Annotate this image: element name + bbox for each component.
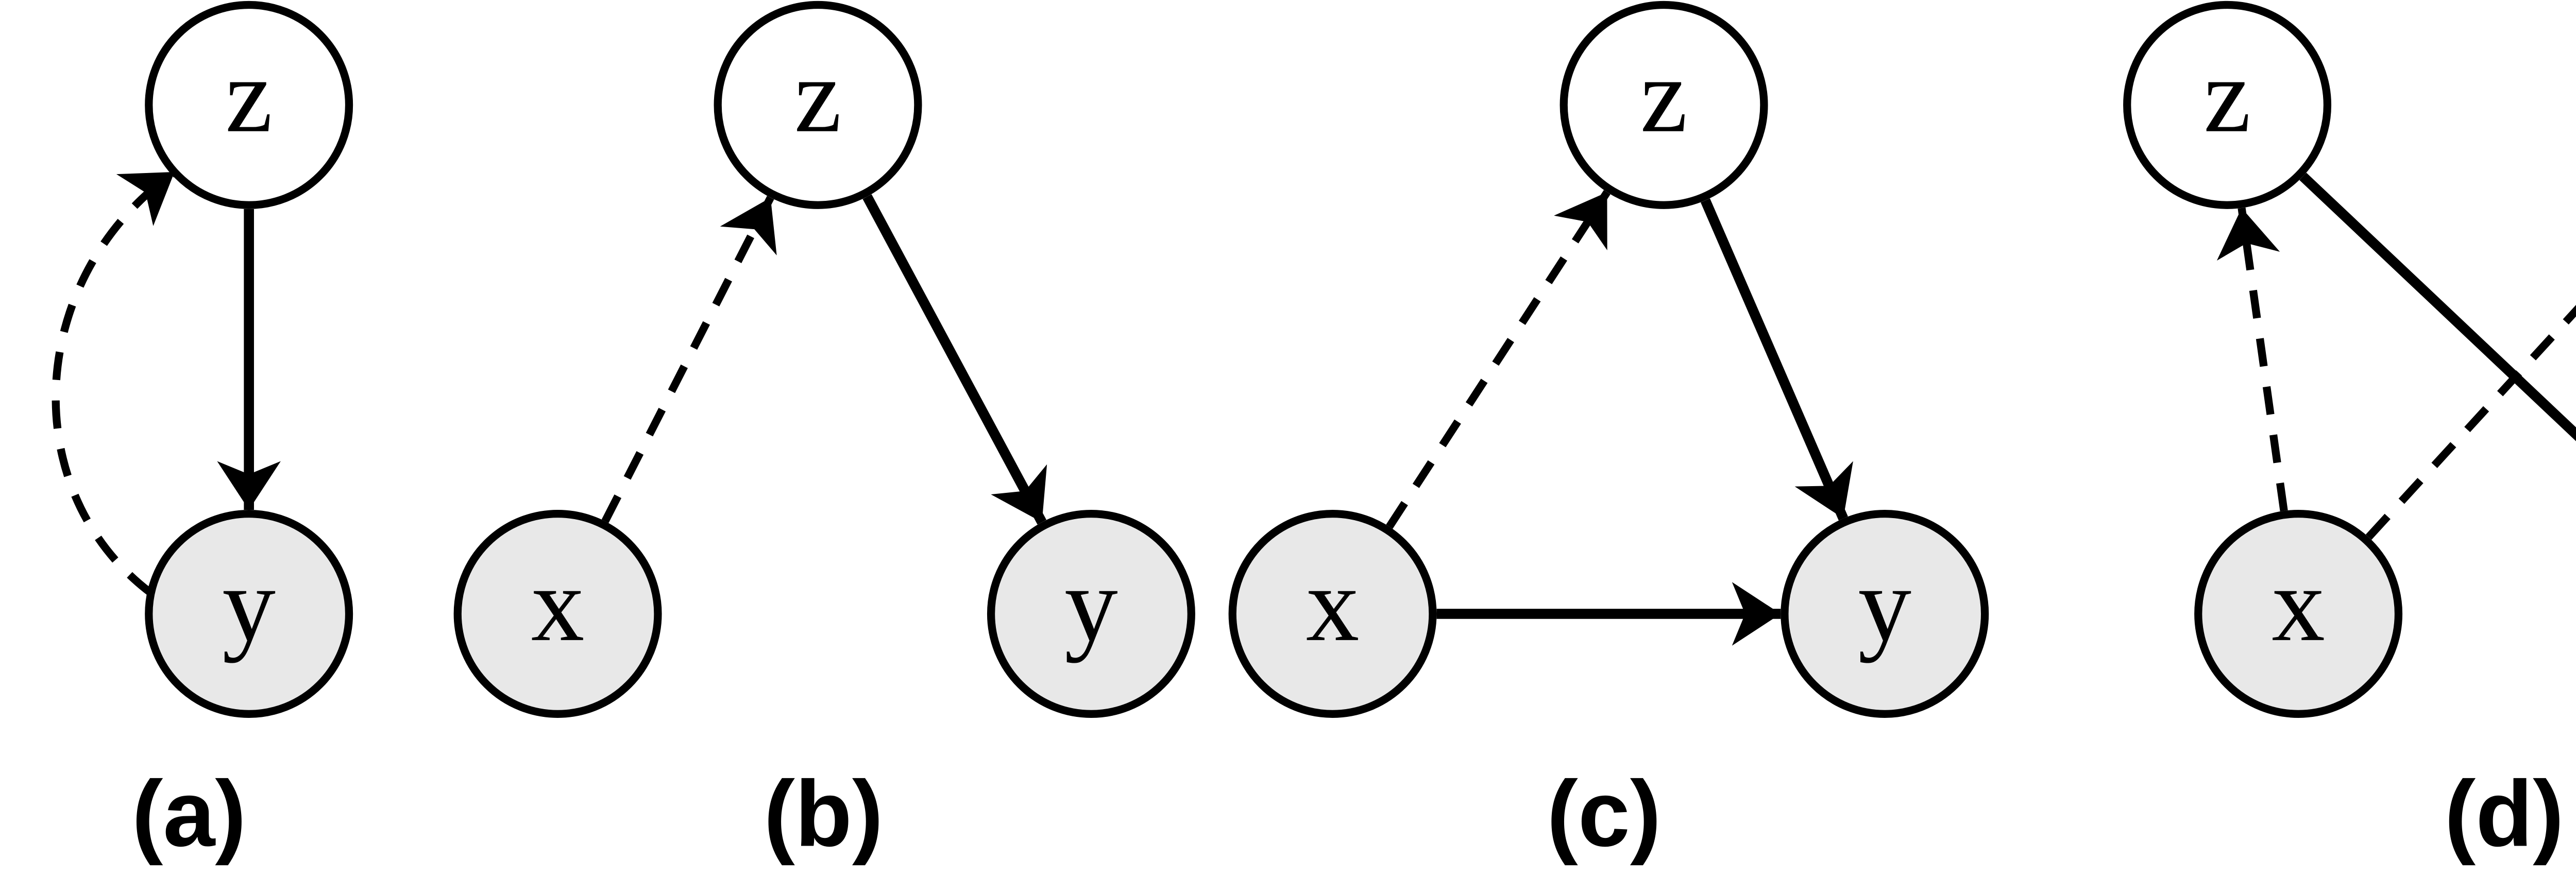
node-d-z xyxy=(2123,1,2332,209)
node-d-x xyxy=(2194,510,2403,718)
node-b-z xyxy=(714,1,922,209)
node-label-c-x: x xyxy=(1306,545,1360,663)
node-label-b-y: y xyxy=(1064,545,1118,663)
node-c-y xyxy=(1781,510,1989,718)
edge-x-to-a-dashed xyxy=(2365,305,2576,540)
edge-x-to-z-dashed xyxy=(601,196,777,523)
diagram-d: zaxy(d) xyxy=(2123,1,2576,866)
caption-d: (d) xyxy=(2445,762,2564,866)
node-a-y xyxy=(145,510,353,718)
node-c-x xyxy=(1228,510,1437,718)
node-c-z xyxy=(1560,1,1768,209)
node-label-c-y: y xyxy=(1858,545,1911,663)
edge-x-to-z-dashed xyxy=(2216,207,2288,511)
edge-z-to-y-solid xyxy=(1700,198,1853,521)
node-label-a-z: z xyxy=(225,36,273,154)
edge-x-to-z-dashed xyxy=(1386,190,1611,529)
caption-a: (a) xyxy=(132,762,246,866)
edge-z-to-y-solid xyxy=(862,194,1047,525)
node-label-d-x: x xyxy=(2272,545,2325,663)
node-label-b-z: z xyxy=(794,36,842,154)
node-label-d-z: z xyxy=(2204,36,2251,154)
node-label-a-y: y xyxy=(222,545,276,663)
diagram-a: z y (a) xyxy=(52,1,353,866)
node-b-x xyxy=(453,510,662,718)
caption-b: (b) xyxy=(764,762,883,866)
diagram-b: x z y (b) xyxy=(453,1,1195,866)
edge-y-to-z-dashed xyxy=(52,168,177,596)
node-label-c-z: z xyxy=(1640,36,1688,154)
node-a-z xyxy=(145,1,353,209)
edge-z-to-y-solid xyxy=(2299,173,2576,441)
caption-c: (c) xyxy=(1547,762,1661,866)
node-b-y xyxy=(987,510,1195,718)
node-label-b-x: x xyxy=(531,545,585,663)
diagram-c: x z y (c) xyxy=(1228,1,1989,866)
